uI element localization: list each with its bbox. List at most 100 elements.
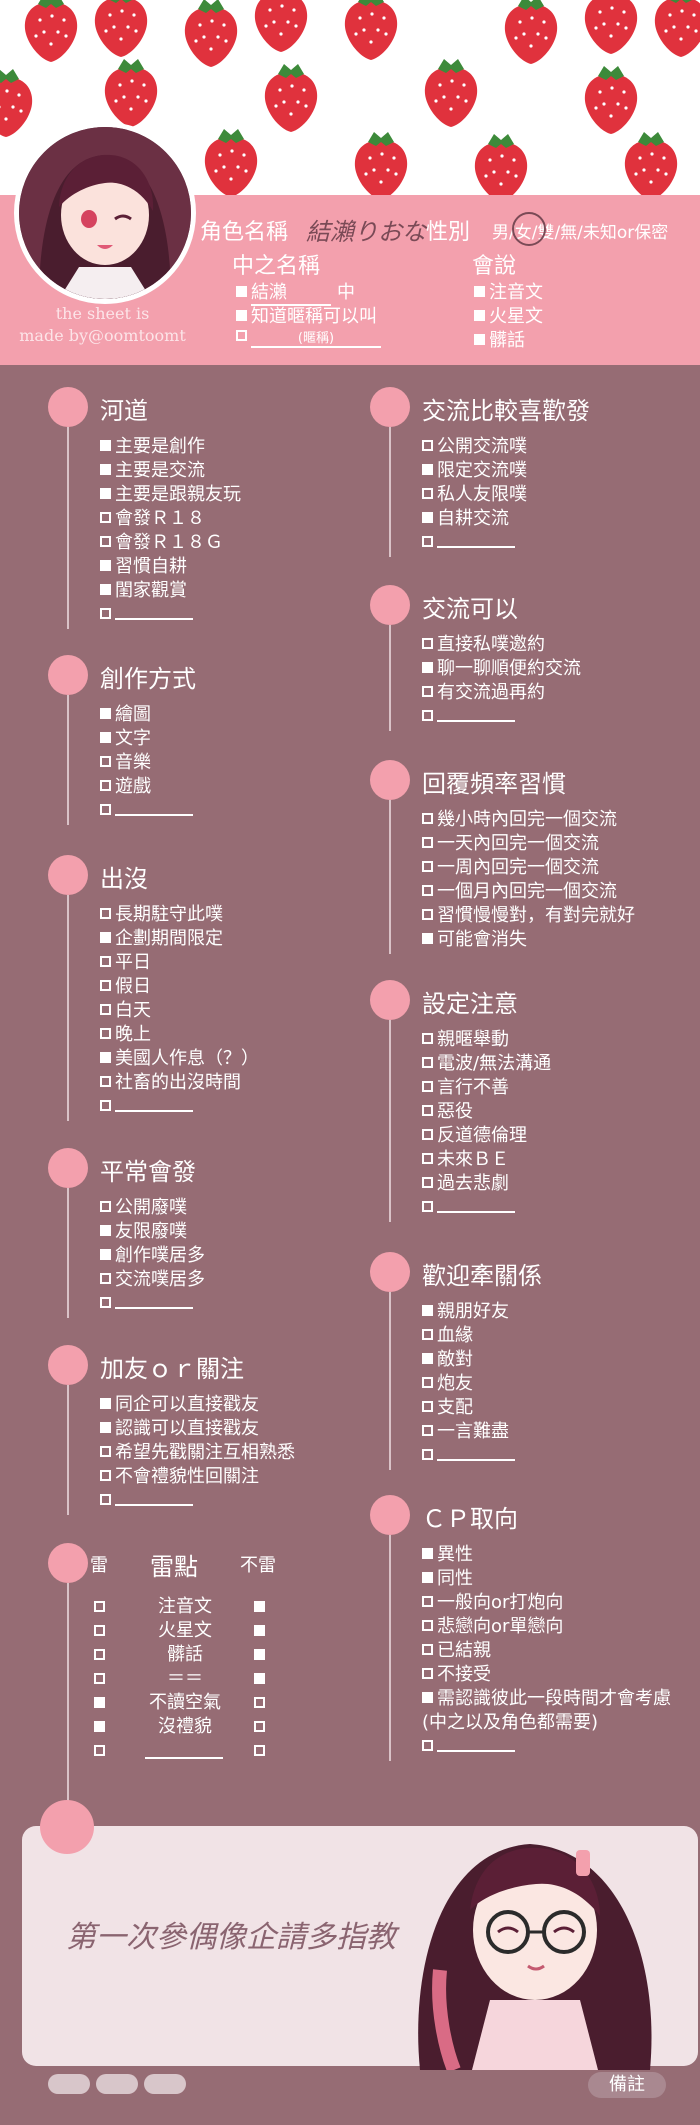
checkbox[interactable] bbox=[422, 1425, 433, 1436]
lang-option[interactable]: 火星文 bbox=[474, 302, 543, 328]
blank-line[interactable] bbox=[115, 1096, 193, 1112]
page-pill[interactable] bbox=[96, 2074, 138, 2094]
mine-right-checkbox[interactable] bbox=[254, 1673, 265, 1684]
option-item[interactable]: 會發Ｒ１８Ｇ bbox=[100, 531, 223, 555]
remark-button[interactable]: 備註 bbox=[588, 2072, 666, 2098]
option-item[interactable]: 同企可以直接戳友 bbox=[100, 1393, 259, 1417]
checkbox[interactable] bbox=[422, 837, 433, 848]
option-item[interactable]: 希望先戳關注互相熟悉 bbox=[100, 1441, 295, 1465]
option-item[interactable]: 遊戲 bbox=[100, 775, 151, 799]
checkbox[interactable] bbox=[100, 440, 111, 451]
option-item[interactable] bbox=[422, 1196, 515, 1220]
option-item[interactable]: 反道德倫理 bbox=[422, 1124, 527, 1148]
checkbox[interactable] bbox=[422, 1740, 433, 1751]
mine-right-checkbox[interactable] bbox=[254, 1721, 265, 1732]
option-item[interactable] bbox=[422, 1444, 515, 1468]
option-item[interactable]: 一般向or打炮向 bbox=[422, 1591, 563, 1615]
checkbox[interactable] bbox=[100, 1273, 111, 1284]
option-item[interactable]: 音樂 bbox=[100, 751, 151, 775]
option-item[interactable]: 需認識彼此一段時間才會考慮 bbox=[422, 1687, 671, 1711]
option-item[interactable]: 幾小時內回完一個交流 bbox=[422, 808, 617, 832]
nick-option[interactable]: 結瀨中 bbox=[236, 278, 355, 306]
page-pill[interactable] bbox=[144, 2074, 186, 2094]
option-item[interactable] bbox=[100, 1095, 193, 1119]
nick-option[interactable]: 知道暱稱可以叫 bbox=[236, 302, 377, 328]
checkbox[interactable] bbox=[474, 334, 485, 345]
option-item[interactable]: 主要是創作 bbox=[100, 435, 205, 459]
mine-right-checkbox[interactable] bbox=[254, 1601, 265, 1612]
option-item[interactable]: 交流噗居多 bbox=[100, 1268, 205, 1292]
checkbox[interactable] bbox=[100, 1297, 111, 1308]
option-item[interactable]: 白天 bbox=[100, 999, 151, 1023]
option-item[interactable]: 文字 bbox=[100, 727, 151, 751]
blank-line[interactable] bbox=[437, 532, 515, 548]
option-item[interactable] bbox=[422, 1735, 515, 1759]
checkbox[interactable] bbox=[100, 932, 111, 943]
blank-line[interactable] bbox=[115, 1293, 193, 1309]
mine-left-checkbox[interactable] bbox=[94, 1745, 105, 1756]
option-item[interactable]: 企劃期間限定 bbox=[100, 927, 223, 951]
option-item[interactable]: 認識可以直接戳友 bbox=[100, 1417, 259, 1441]
option-item[interactable] bbox=[100, 1489, 193, 1513]
page-pill[interactable] bbox=[48, 2074, 90, 2094]
checkbox[interactable] bbox=[422, 813, 433, 824]
mine-right-checkbox[interactable] bbox=[254, 1697, 265, 1708]
checkbox[interactable] bbox=[100, 464, 111, 475]
blank-line[interactable] bbox=[437, 1445, 515, 1461]
checkbox[interactable] bbox=[100, 756, 111, 767]
option-item[interactable]: 主要是跟親友玩 bbox=[100, 483, 241, 507]
lang-option[interactable]: 髒話 bbox=[474, 326, 525, 352]
checkbox[interactable] bbox=[422, 1329, 433, 1340]
checkbox[interactable] bbox=[100, 708, 111, 719]
option-item[interactable]: 有交流過再約 bbox=[422, 681, 545, 705]
option-item[interactable]: 自耕交流 bbox=[422, 507, 509, 531]
option-item[interactable]: (中之以及角色都需要) bbox=[422, 1711, 598, 1735]
checkbox[interactable] bbox=[422, 1153, 433, 1164]
option-item[interactable]: 創作噗居多 bbox=[100, 1244, 205, 1268]
checkbox[interactable] bbox=[100, 1470, 111, 1481]
checkbox[interactable] bbox=[422, 1081, 433, 1092]
option-item[interactable] bbox=[422, 531, 515, 555]
option-item[interactable]: 美國人作息（？） bbox=[100, 1047, 259, 1071]
checkbox[interactable] bbox=[100, 1028, 111, 1039]
checkbox[interactable] bbox=[422, 1620, 433, 1631]
checkbox[interactable] bbox=[422, 1596, 433, 1607]
mine-right-checkbox[interactable] bbox=[254, 1625, 265, 1636]
option-item[interactable] bbox=[100, 799, 193, 823]
option-item[interactable]: 直接私噗邀約 bbox=[422, 633, 545, 657]
option-item[interactable]: 同性 bbox=[422, 1567, 473, 1591]
mine-left-checkbox[interactable] bbox=[94, 1601, 105, 1612]
option-item[interactable]: 繪圖 bbox=[100, 703, 151, 727]
option-item[interactable]: 平日 bbox=[100, 951, 151, 975]
option-item[interactable]: 言行不善 bbox=[422, 1076, 509, 1100]
option-item[interactable]: 習慣慢慢對，有對完就好 bbox=[422, 904, 635, 928]
checkbox[interactable] bbox=[422, 1353, 433, 1364]
mine-left-checkbox[interactable] bbox=[94, 1625, 105, 1636]
checkbox[interactable] bbox=[100, 1201, 111, 1212]
checkbox[interactable] bbox=[422, 1572, 433, 1583]
blank-line[interactable] bbox=[115, 604, 193, 620]
nick-option[interactable]: (暱稱) bbox=[236, 326, 381, 348]
checkbox[interactable] bbox=[236, 310, 247, 321]
checkbox[interactable] bbox=[422, 512, 433, 523]
checkbox[interactable] bbox=[422, 1033, 433, 1044]
option-item[interactable]: 社畜的出沒時間 bbox=[100, 1071, 241, 1095]
option-item[interactable]: 閨家觀賞 bbox=[100, 579, 187, 603]
mine-left-checkbox[interactable] bbox=[94, 1673, 105, 1684]
checkbox[interactable] bbox=[236, 286, 247, 297]
checkbox[interactable] bbox=[100, 1076, 111, 1087]
blank-line[interactable] bbox=[437, 1736, 515, 1752]
option-item[interactable] bbox=[422, 705, 515, 729]
checkbox[interactable] bbox=[422, 1057, 433, 1068]
option-item[interactable]: 一言難盡 bbox=[422, 1420, 509, 1444]
checkbox[interactable] bbox=[100, 1100, 111, 1111]
option-item[interactable]: 主要是交流 bbox=[100, 459, 205, 483]
checkbox[interactable] bbox=[474, 286, 485, 297]
checkbox[interactable] bbox=[422, 440, 433, 451]
option-item[interactable]: 電波/無法溝通 bbox=[422, 1052, 551, 1076]
checkbox[interactable] bbox=[422, 1401, 433, 1412]
blank-line[interactable] bbox=[115, 800, 193, 816]
option-item[interactable]: 限定交流噗 bbox=[422, 459, 527, 483]
checkbox[interactable] bbox=[422, 464, 433, 475]
option-item[interactable]: 一周內回完一個交流 bbox=[422, 856, 599, 880]
